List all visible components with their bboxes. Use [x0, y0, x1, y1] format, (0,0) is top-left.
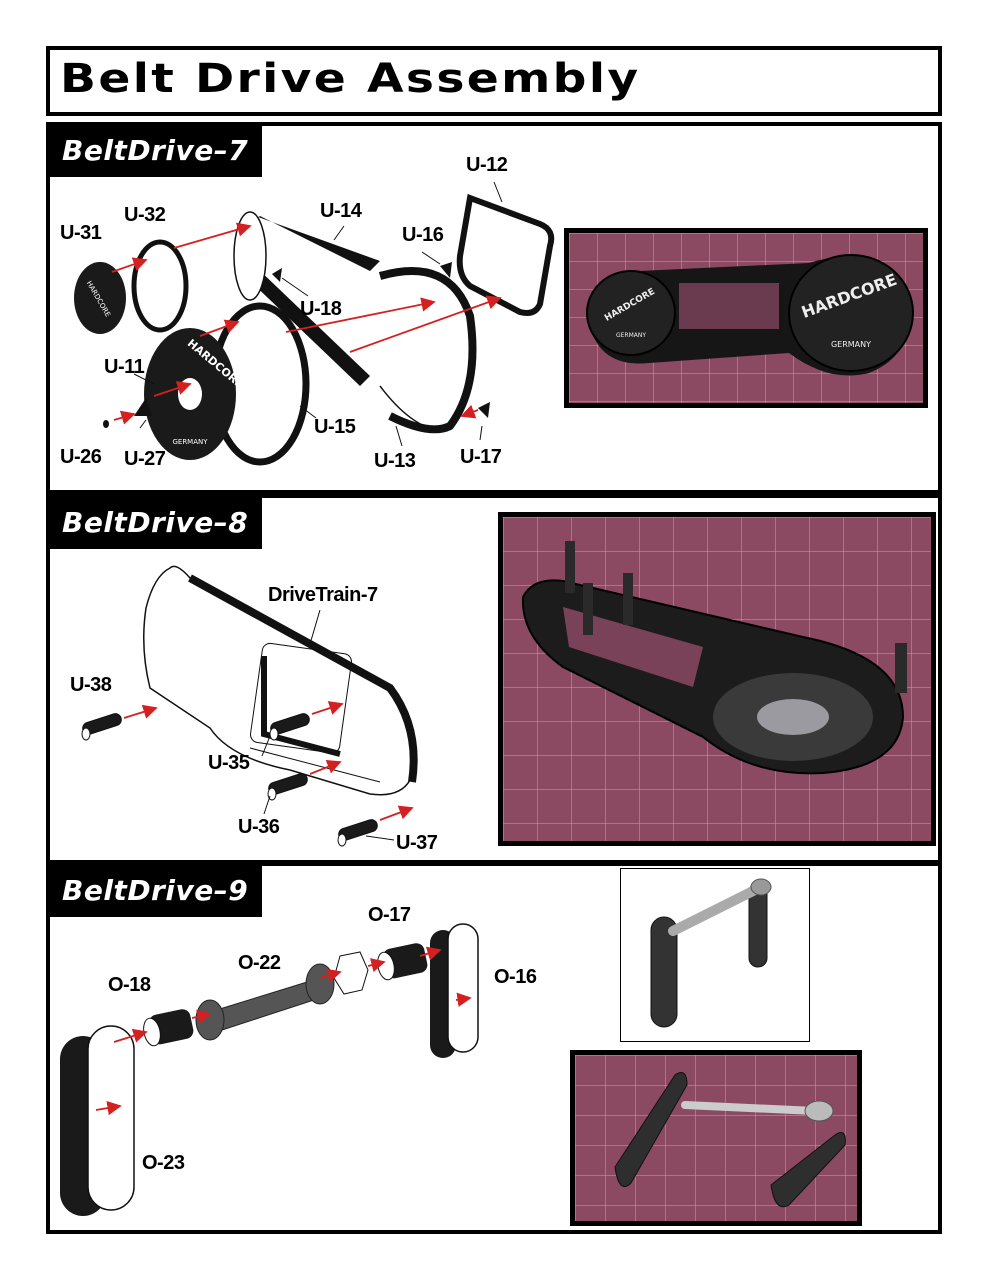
part-u14-belt: [238, 214, 380, 386]
title-box: Belt Drive Assembly: [46, 46, 942, 116]
section-beltdrive-9: BeltDrive–9: [46, 862, 942, 1234]
page-title: Belt Drive Assembly: [60, 56, 641, 102]
part-o23-pad: [60, 1025, 135, 1216]
part-label: U-36: [238, 816, 280, 838]
part-label: U-15: [314, 416, 356, 438]
part-u13-belt-loop: [378, 267, 477, 434]
part-o18-bushing: [143, 1009, 194, 1047]
section-label: BeltDrive–9: [50, 866, 263, 917]
part-u14-end: [233, 211, 267, 301]
part-label: O-18: [108, 974, 151, 996]
part-label: U-18: [300, 298, 342, 320]
svg-text:GERMANY: GERMANY: [172, 438, 208, 446]
part-label: U-11: [104, 356, 145, 378]
part-u12-frame: [456, 193, 555, 316]
part-label: U-16: [402, 224, 444, 246]
part-u17-clip: [478, 402, 490, 418]
assembly-arrows: [123, 701, 414, 821]
part-u16-clip: [440, 262, 452, 278]
section-label: BeltDrive–8: [50, 498, 263, 549]
part-label: U-26: [60, 446, 102, 468]
section-beltdrive-7: BeltDrive–7 HARDCORE HARD: [46, 122, 942, 494]
part-label: U-31: [60, 222, 102, 244]
part-u18-clip: [272, 268, 282, 282]
part-label: O-22: [238, 952, 281, 974]
part-label: U-38: [70, 674, 112, 696]
part-o16-pad: [430, 923, 479, 1058]
part-label: DriveTrain-7: [268, 584, 378, 606]
assembly-arrows: [95, 946, 472, 1116]
exploded-diagram-beltdrive-8: [81, 565, 418, 847]
part-label: U-37: [396, 832, 438, 854]
exploded-diagram-beltdrive-9: [60, 923, 479, 1216]
part-label: U-32: [124, 204, 166, 226]
photo-assembled-beltdrive-7: HARDCORE GERMANY HARDCORE GERMANY: [564, 228, 928, 408]
section-label: BeltDrive–7: [50, 126, 263, 177]
leader-lines: [261, 609, 395, 841]
part-label: U-13: [374, 450, 416, 472]
section-beltdrive-8: BeltDrive–8: [46, 494, 942, 864]
part-o22-shaft: [195, 951, 369, 1041]
part-label: O-23: [142, 1152, 185, 1174]
part-label: U-12: [466, 154, 508, 176]
part-label: U-14: [320, 200, 362, 222]
assembly-arrows: [111, 222, 502, 425]
part-drivetrain-7: [143, 565, 418, 796]
render-assembled-footpeg: [620, 868, 810, 1042]
part-u26-dot: [103, 420, 109, 428]
part-label: O-16: [494, 966, 537, 988]
pins: [82, 713, 378, 841]
part-u27-cone: [134, 398, 152, 416]
exploded-diagram-beltdrive-7: HARDCORE HARDCORE GERMANY: [74, 181, 555, 466]
part-label: U-35: [208, 752, 250, 774]
svg-text:GERMANY: GERMANY: [831, 340, 871, 349]
part-label: U-17: [460, 446, 502, 468]
photo-assembled-footpeg: [570, 1050, 862, 1226]
part-label: U-27: [124, 448, 166, 470]
photo-primed-frame-beltdrive-8: [498, 512, 936, 846]
part-u32-ring: [131, 239, 189, 333]
part-u31-cover-disc: HARDCORE: [74, 262, 126, 334]
leader-lines: [133, 181, 503, 447]
svg-text:GERMANY: GERMANY: [616, 332, 646, 339]
part-label: O-17: [368, 904, 411, 926]
